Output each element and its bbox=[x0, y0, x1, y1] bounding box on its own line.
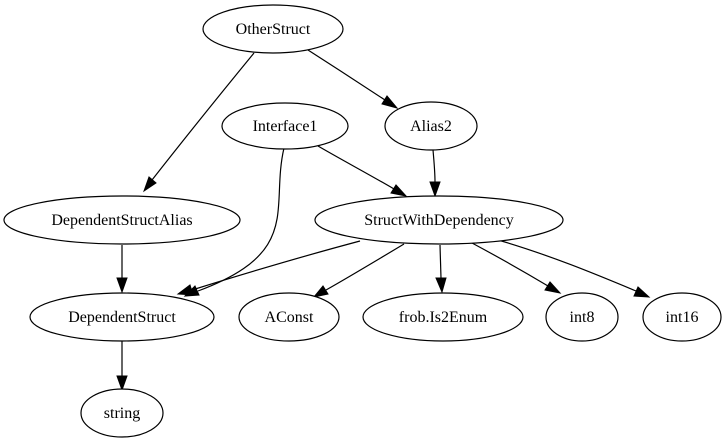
node-interface1-label: Interface1 bbox=[253, 118, 318, 135]
node-dependentstruct-label: DependentStruct bbox=[68, 309, 176, 326]
node-dependentstructalias-label: DependentStructAlias bbox=[51, 212, 192, 229]
node-otherstruct-label: OtherStruct bbox=[236, 21, 311, 38]
edges-layer bbox=[116, 49, 651, 392]
node-alias2-label: Alias2 bbox=[410, 118, 452, 135]
node-string-label: string bbox=[104, 405, 140, 422]
edge-dependentstruct-string bbox=[116, 341, 128, 392]
node-int8-label: int8 bbox=[570, 309, 595, 326]
node-alias2[interactable]: Alias2 bbox=[384, 101, 478, 151]
edge-structwithdependency-aconst bbox=[312, 243, 405, 298]
edge-structwithdependency-frob-is2enum bbox=[435, 244, 447, 294]
node-int8[interactable]: int8 bbox=[545, 292, 619, 342]
edge-dependentstructalias-dependentstruct bbox=[116, 245, 128, 294]
node-dependentstructalias[interactable]: DependentStructAlias bbox=[3, 195, 241, 245]
node-dependentstruct[interactable]: DependentStruct bbox=[29, 292, 215, 342]
edge-structwithdependency-int8 bbox=[471, 242, 562, 294]
node-structwithdependency[interactable]: StructWithDependency bbox=[314, 195, 564, 245]
node-interface1[interactable]: Interface1 bbox=[221, 102, 349, 150]
node-string[interactable]: string bbox=[80, 388, 164, 438]
nodes-layer: OtherStruct Interface1 Alias2 DependentS… bbox=[3, 4, 722, 438]
node-otherstruct[interactable]: OtherStruct bbox=[202, 4, 344, 54]
node-frob-is2enum-label: frob.Is2Enum bbox=[399, 309, 488, 326]
node-int16[interactable]: int16 bbox=[642, 292, 722, 342]
node-aconst-label: AConst bbox=[265, 309, 314, 326]
edge-interface1-structwithdependency bbox=[317, 145, 408, 197]
node-structwithdependency-label: StructWithDependency bbox=[364, 212, 514, 229]
edge-alias2-structwithdependency bbox=[429, 149, 441, 198]
node-aconst[interactable]: AConst bbox=[238, 292, 340, 342]
edge-structwithdependency-dependentstruct bbox=[176, 240, 361, 296]
node-frob-is2enum[interactable]: frob.Is2Enum bbox=[362, 292, 524, 342]
edge-otherstruct-dependentstructalias bbox=[143, 52, 255, 193]
edge-structwithdependency-int16 bbox=[497, 239, 651, 298]
edge-otherstruct-alias2 bbox=[307, 49, 399, 109]
node-int16-label: int16 bbox=[666, 309, 699, 326]
